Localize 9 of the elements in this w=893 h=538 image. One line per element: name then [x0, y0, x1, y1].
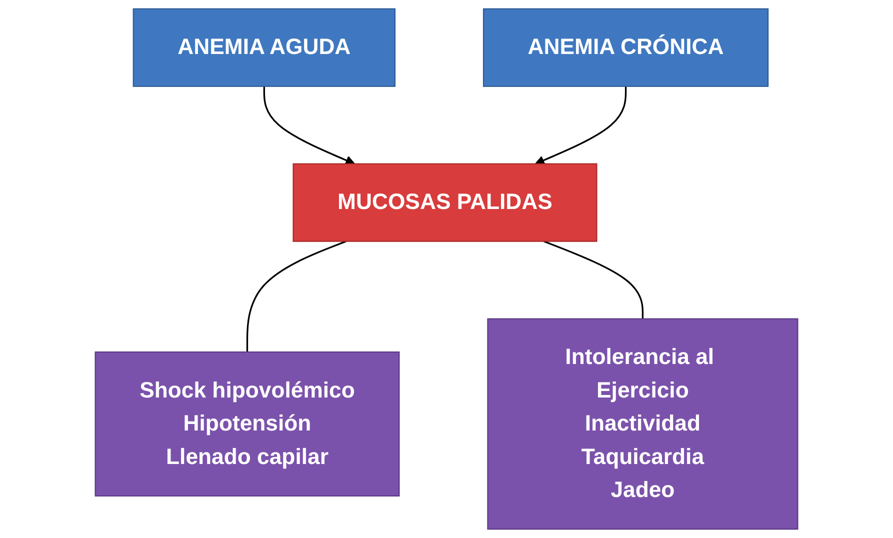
arrow [534, 86, 627, 165]
arrow [263, 86, 356, 165]
node-box: ANEMIA CRÓNICA [482, 8, 769, 87]
connector [246, 240, 346, 352]
node-box: Intolerancia al Ejercicio Inactividad Taquicardia Jadeo [487, 318, 798, 530]
node-box: ANEMIA AGUDA [132, 8, 396, 87]
connector [544, 240, 644, 319]
node-box: Shock hipovolémico Hipotensión Llenado capilar [94, 351, 400, 496]
node-box: MUCOSAS PALIDAS [292, 163, 598, 242]
